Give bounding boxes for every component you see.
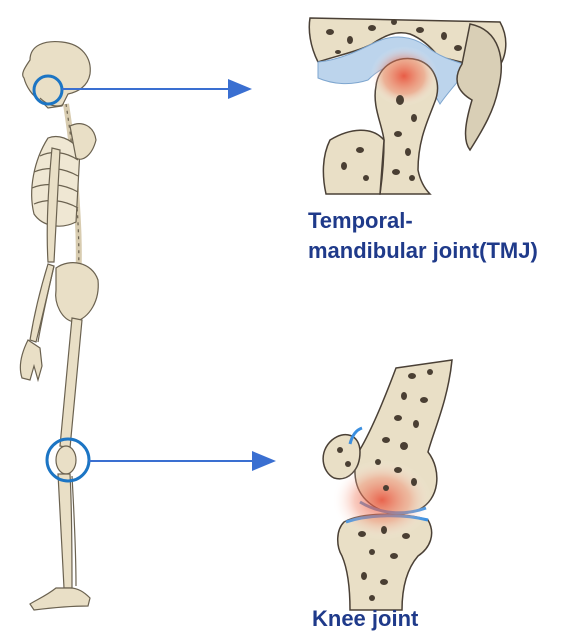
tmj-label: Temporal- mandibular joint(TMJ) (308, 206, 538, 266)
tmj-cross-section-icon (309, 18, 506, 194)
tmj-label-line2: mandibular joint(TMJ) (308, 236, 538, 266)
knee-cross-section-icon (323, 360, 452, 610)
knee-label: Knee joint (312, 604, 418, 634)
skeleton-side-view-icon (20, 42, 98, 610)
tmj-label-line1: Temporal- (308, 206, 538, 236)
